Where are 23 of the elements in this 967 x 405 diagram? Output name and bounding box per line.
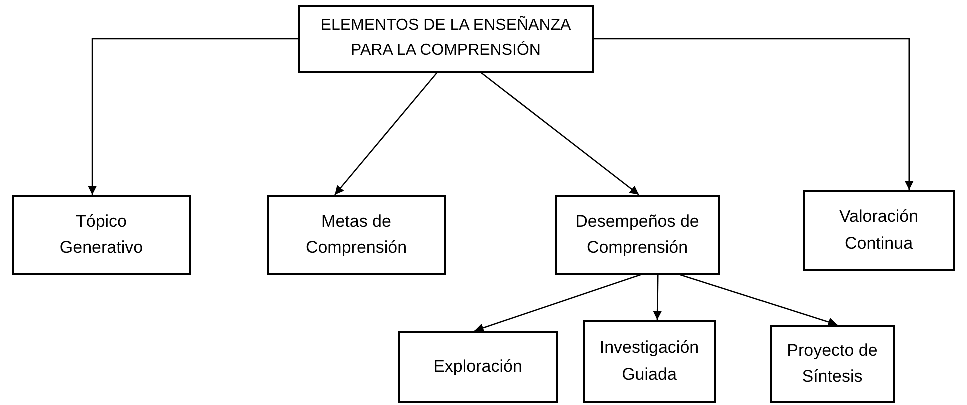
concept-box [298,5,594,73]
arrow [481,72,640,196]
arrow [680,274,838,327]
concept-label: Investigación Guiada [598,337,700,386]
concept-box [803,190,955,271]
concept-label: Metas de Comprensión [304,210,408,259]
concept-box [12,195,191,275]
concept-box [555,195,720,275]
concept-label: Desempeños de Comprensión [574,210,700,259]
arrow [334,72,438,196]
concept-box [770,325,895,403]
concept-box [267,195,446,275]
arrow [594,38,914,190]
concept-label: Tópico Generativo [58,210,144,259]
concept-label: ELEMENTOS DE LA ENSEÑANZA PARA LA COMPRENSIÓN [320,15,572,61]
concept-label: Valoración Continua [838,206,920,254]
concept-box [583,320,716,403]
concept-label: Proyecto de Síntesis [786,340,879,388]
concept-label: Exploración [434,356,522,378]
arrow [653,275,662,320]
arrow [88,38,298,195]
arrow [474,274,641,332]
concept-box [398,331,558,403]
